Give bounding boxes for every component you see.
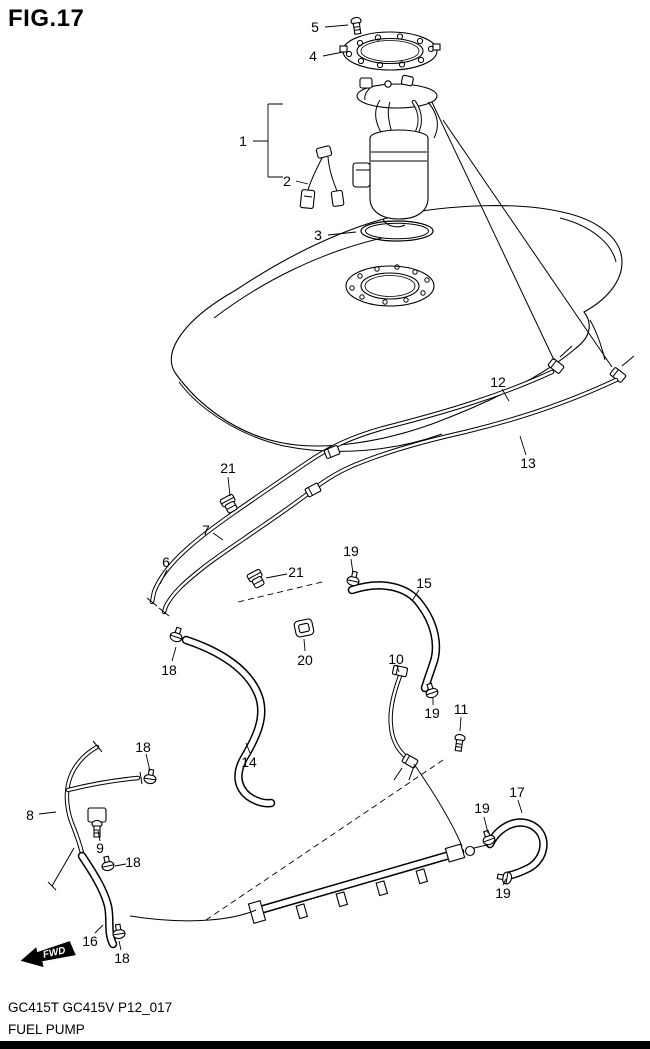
callout-21: 21 — [288, 564, 304, 580]
dashed-reference-lines — [205, 581, 447, 921]
callout-14: 14 — [241, 754, 257, 770]
fuel-rail — [129, 763, 488, 924]
callout-5: 5 — [311, 19, 319, 35]
o-ring-3 — [360, 220, 434, 242]
wiring-harness-2 — [299, 145, 345, 210]
callout-20: 20 — [297, 652, 313, 668]
callout-10: 10 — [388, 651, 404, 667]
callout-7: 7 — [202, 522, 210, 538]
callout-13: 13 — [520, 455, 536, 471]
reference-lines — [429, 97, 613, 368]
callout-18: 18 — [114, 950, 130, 966]
callout-1: 1 — [239, 133, 247, 149]
hose-14 — [181, 635, 276, 808]
bolt-5-icon — [350, 16, 364, 36]
pipe-assembly-8 — [47, 740, 143, 891]
inline-connector-icon — [304, 482, 322, 498]
callout-2: 2 — [283, 173, 291, 189]
callout-16: 16 — [82, 933, 98, 949]
callout-leader-lines — [38, 24, 527, 951]
callout-15: 15 — [416, 575, 432, 591]
inline-connector-icon — [323, 444, 341, 460]
callout-1-bracket — [253, 103, 283, 178]
fwd-arrow: FWD — [20, 941, 76, 968]
bolt-9-icon — [91, 819, 103, 838]
figure-title: FIG.17 — [8, 5, 85, 32]
hose-clamp-18-icon — [142, 768, 158, 785]
callout-4: 4 — [309, 48, 317, 64]
tank-ring-bolt-holes — [349, 264, 430, 305]
model-code: GC415T GC415V P12_017 — [8, 1000, 173, 1015]
bolt-11-icon — [452, 733, 466, 753]
figure-caption: FUEL PUMP — [8, 1022, 85, 1037]
callout-19: 19 — [343, 543, 359, 559]
callout-8: 8 — [26, 807, 34, 823]
flange-plate-4 — [339, 31, 441, 71]
fuel-pump-assembly-1 — [352, 74, 438, 228]
fuel-line-13 — [161, 377, 619, 615]
callout-11: 11 — [454, 701, 469, 717]
callout-19: 19 — [424, 705, 440, 721]
callout-3: 3 — [314, 227, 322, 243]
fuel-tank — [170, 205, 635, 452]
pipe-clip-21-icon — [246, 568, 268, 591]
fwd-label: FWD — [42, 945, 67, 960]
callout-12: 12 — [490, 374, 506, 390]
fuel-tube-10 — [388, 664, 419, 781]
callout-19: 19 — [474, 800, 490, 816]
hose-clamp-18-icon — [99, 854, 116, 873]
callout-18: 18 — [161, 662, 177, 678]
hose-clamp-18-icon — [111, 923, 127, 940]
callout-19: 19 — [495, 885, 511, 901]
hose-16 — [77, 851, 118, 949]
bottom-bar — [0, 1041, 650, 1049]
callout-17: 17 — [509, 784, 525, 800]
hose-15 — [347, 581, 441, 693]
callout-21: 21 — [220, 460, 236, 476]
fuel-line-12 — [149, 369, 555, 605]
grommet-20-icon — [292, 617, 316, 639]
hose-17 — [485, 818, 548, 881]
callout-9: 9 — [96, 840, 104, 856]
callout-18: 18 — [135, 739, 151, 755]
callout-6: 6 — [162, 554, 170, 570]
callout-18: 18 — [125, 854, 141, 870]
